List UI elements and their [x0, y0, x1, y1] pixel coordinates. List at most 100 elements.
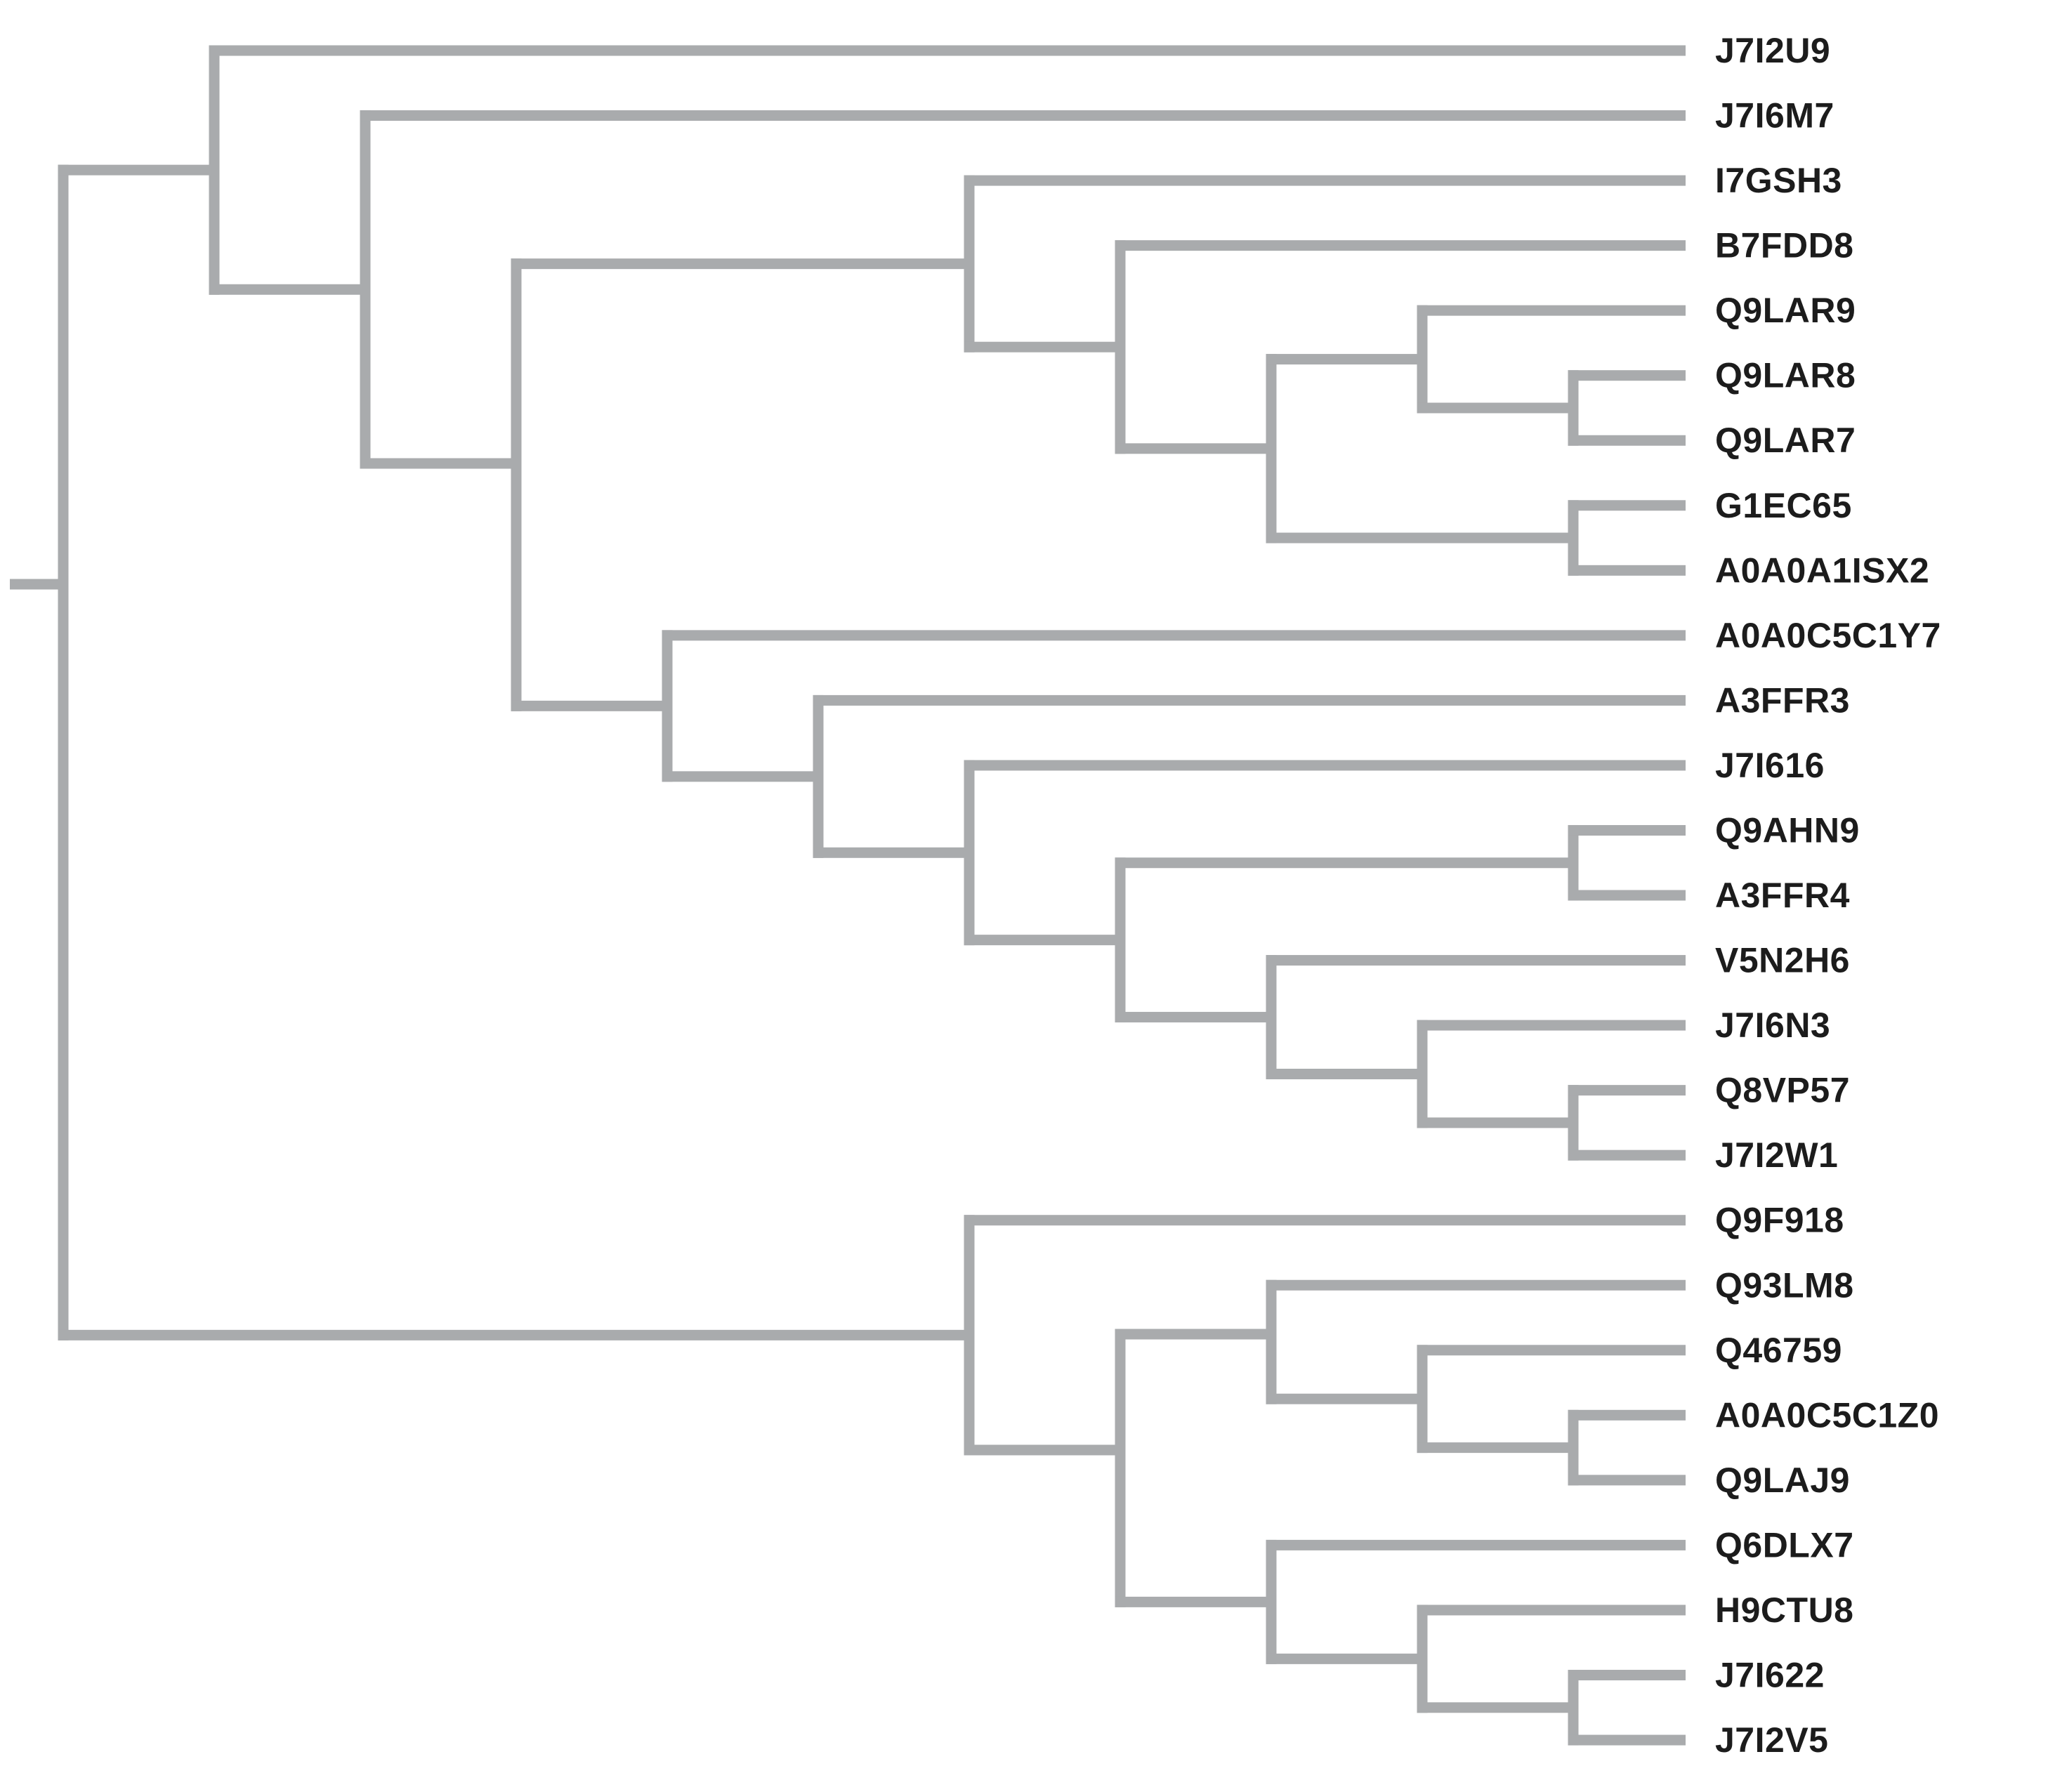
clade-vertical-connector — [1417, 305, 1428, 414]
clade-vertical-connector — [1568, 370, 1579, 446]
clade-vertical-connector — [1266, 1279, 1277, 1404]
internal-branch-line — [209, 284, 371, 295]
clade-vertical-connector — [813, 694, 824, 858]
branch-line-J7I6M7 — [360, 110, 1686, 121]
branch-line-J7I616 — [964, 760, 1686, 771]
root-branch-stub — [10, 579, 63, 590]
internal-branch-line — [1266, 532, 1579, 543]
branch-line-Q9LAR8 — [1568, 370, 1686, 381]
branch-line-Q93LM8 — [1266, 1279, 1686, 1291]
internal-branch-line — [1266, 354, 1428, 365]
branch-line-J7I6N3 — [1417, 1020, 1686, 1031]
leaf-label-B7FDD8: B7FDD8 — [1715, 226, 1853, 265]
leaf-label-I7GSH3: I7GSH3 — [1715, 161, 1842, 200]
clade-vertical-connector — [1115, 240, 1126, 454]
clade-vertical-connector — [964, 1215, 975, 1456]
internal-branch-line — [1115, 1596, 1277, 1607]
leaf-label-Q93LM8: Q93LM8 — [1715, 1265, 1854, 1305]
leaf-label-A0A0C5C1Z0: A0A0C5C1Z0 — [1715, 1395, 1939, 1435]
clade-vertical-connector — [360, 110, 371, 469]
leaf-label-J7I2U9: J7I2U9 — [1715, 31, 1830, 70]
internal-branch-line — [1115, 1012, 1277, 1023]
clade-vertical-connector — [1568, 1670, 1579, 1746]
internal-branch-line — [662, 771, 824, 782]
branch-line-A3FFR4 — [1568, 890, 1686, 901]
leaf-label-A0A0A1ISX2: A0A0A1ISX2 — [1715, 551, 1929, 590]
leaf-label-Q9LAR8: Q9LAR8 — [1715, 356, 1856, 395]
clade-vertical-connector — [662, 630, 673, 782]
internal-branch-line — [964, 341, 1126, 353]
leaf-label-H9CTU8: H9CTU8 — [1715, 1590, 1853, 1630]
internal-branch-line — [1115, 1329, 1277, 1340]
branch-line-Q8VP57 — [1568, 1085, 1686, 1096]
leaf-label-J7I6M7: J7I6M7 — [1715, 96, 1834, 136]
leaf-label-Q8VP57: Q8VP57 — [1715, 1071, 1850, 1110]
clade-vertical-connector — [58, 164, 69, 1340]
branch-line-Q6DLX7 — [1266, 1539, 1686, 1550]
branch-line-I7GSH3 — [964, 175, 1686, 186]
branch-line-V5N2H6 — [1266, 955, 1686, 966]
branch-line-B7FDD8 — [1115, 240, 1686, 251]
clade-vertical-connector — [1417, 1605, 1428, 1713]
clade-vertical-connector — [964, 760, 975, 946]
leaf-label-V5N2H6: V5N2H6 — [1715, 941, 1850, 980]
leaf-label-A3FFR4: A3FFR4 — [1715, 876, 1850, 915]
clade-vertical-connector — [1568, 824, 1579, 901]
branch-line-J7I2W1 — [1568, 1149, 1686, 1161]
clade-vertical-connector — [1417, 1345, 1428, 1454]
leaf-label-A0A0C5C1Y7: A0A0C5C1Y7 — [1715, 616, 1941, 655]
leaf-label-Q46759: Q46759 — [1715, 1331, 1842, 1370]
clade-vertical-connector — [1417, 1020, 1428, 1128]
clade-vertical-connector — [1266, 1539, 1277, 1664]
clade-vertical-connector — [1266, 354, 1277, 543]
internal-branch-line — [511, 700, 673, 711]
branch-line-H9CTU8 — [1417, 1605, 1686, 1616]
leaf-label-Q9LAJ9: Q9LAJ9 — [1715, 1461, 1850, 1500]
clade-vertical-connector — [511, 258, 522, 711]
clade-vertical-connector — [1115, 1329, 1126, 1607]
internal-branch-line — [1266, 1393, 1428, 1404]
clade-vertical-connector — [1568, 1085, 1579, 1161]
leaf-label-Q9AHN9: Q9AHN9 — [1715, 810, 1860, 850]
leaf-label-A3FFR3: A3FFR3 — [1715, 680, 1850, 720]
leaf-label-Q9F918: Q9F918 — [1715, 1201, 1844, 1240]
leaf-label-J7I616: J7I616 — [1715, 746, 1825, 785]
clade-vertical-connector — [1115, 857, 1126, 1023]
branch-line-Q9LAR9 — [1417, 305, 1686, 316]
branch-line-Q9F918 — [964, 1215, 1686, 1226]
branch-line-G1EC65 — [1568, 500, 1686, 511]
leaf-label-J7I6N3: J7I6N3 — [1715, 1006, 1830, 1045]
internal-branch-line — [1417, 402, 1579, 414]
internal-branch-line — [1417, 1702, 1579, 1713]
internal-branch-line — [813, 847, 975, 858]
internal-branch-line — [58, 1329, 975, 1340]
internal-branch-line — [1115, 857, 1579, 869]
branch-line-Q9LAJ9 — [1568, 1475, 1686, 1486]
branch-line-A0A0C5C1Y7 — [662, 630, 1686, 641]
branch-line-A0A0A1ISX2 — [1568, 565, 1686, 576]
internal-branch-line — [1266, 1653, 1428, 1664]
branch-line-A0A0C5C1Z0 — [1568, 1409, 1686, 1421]
branch-line-Q9LAR7 — [1568, 435, 1686, 446]
internal-branch-line — [1266, 1069, 1428, 1080]
clade-vertical-connector — [964, 175, 975, 353]
clade-vertical-connector — [1568, 1409, 1579, 1486]
branch-line-Q9AHN9 — [1568, 824, 1686, 836]
internal-branch-line — [360, 458, 522, 469]
clade-vertical-connector — [1266, 955, 1277, 1080]
leaf-label-Q9LAR7: Q9LAR7 — [1715, 421, 1856, 460]
branch-line-J7I2V5 — [1568, 1734, 1686, 1746]
branch-line-Q46759 — [1417, 1345, 1686, 1356]
leaf-label-J7I2V5: J7I2V5 — [1715, 1720, 1828, 1760]
branch-line-J7I2U9 — [209, 45, 1686, 56]
internal-branch-line — [1115, 443, 1277, 454]
internal-branch-line — [511, 258, 975, 270]
branch-line-J7I622 — [1568, 1670, 1686, 1680]
leaf-label-J7I2W1: J7I2W1 — [1715, 1135, 1838, 1175]
internal-branch-line — [1417, 1117, 1579, 1128]
branch-line-A3FFR3 — [813, 694, 1686, 706]
leaf-label-Q9LAR9: Q9LAR9 — [1715, 291, 1856, 330]
internal-branch-line — [964, 935, 1126, 946]
